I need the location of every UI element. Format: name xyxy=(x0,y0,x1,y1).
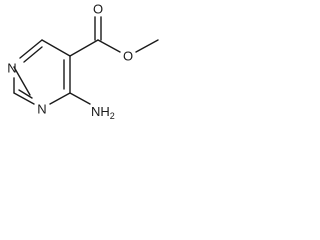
bond-c4-amine xyxy=(69,92,91,105)
amine-subscript: 2 xyxy=(110,111,115,121)
bond-n3-c2-double xyxy=(18,89,33,99)
bond-c-oester xyxy=(97,39,121,53)
bond-oester-methyl xyxy=(135,39,159,53)
bond-c5-ccarbonyl xyxy=(69,39,99,57)
structure-diagram: N N O O NH2 xyxy=(0,0,184,140)
bond-n1-c2 xyxy=(13,66,31,96)
bond-n1-c6-double xyxy=(23,46,43,63)
bond-c4-n3 xyxy=(49,92,71,105)
atom-n-top: N xyxy=(7,61,16,76)
atom-o-ester: O xyxy=(123,49,133,64)
atom-amine: NH2 xyxy=(91,104,115,122)
bond-n3-c2 xyxy=(13,92,35,105)
bond-n1-c6 xyxy=(19,39,43,59)
molecule-drawing: N N O O NH2 xyxy=(7,2,159,122)
amine-nh-text: NH xyxy=(91,104,110,119)
bond-c6-c5 xyxy=(41,39,71,57)
atom-o-carbonyl: O xyxy=(93,2,103,17)
atom-n-bottom: N xyxy=(37,102,46,117)
